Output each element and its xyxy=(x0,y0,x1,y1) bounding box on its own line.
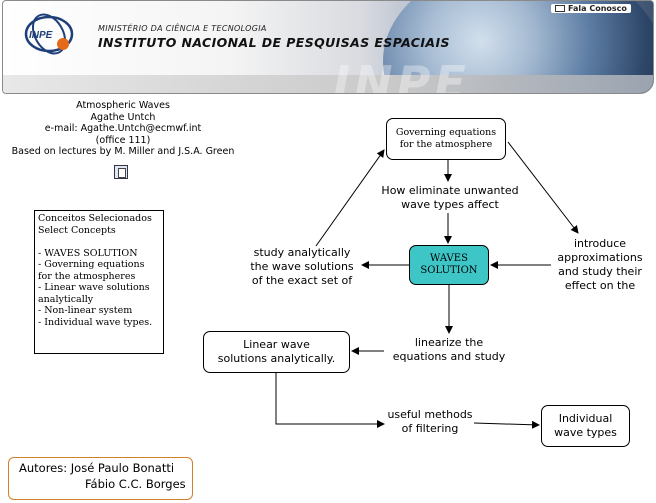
concepts-line: - Governing equations xyxy=(38,259,145,270)
inpe-watermark: INPE xyxy=(333,56,470,94)
authors-box: Autores: José Paulo Bonatti Fábio C.C. B… xyxy=(8,457,193,500)
logo-text: INPE xyxy=(29,30,53,41)
link-label-line: of filtering xyxy=(401,422,459,435)
link-label-eliminate: How eliminate unwanted wave types affect xyxy=(370,184,530,212)
institute-title: INSTITUTO NACIONAL DE PESQUISAS ESPACIAI… xyxy=(98,35,450,50)
concepts-line: - Linear wave solutions xyxy=(38,282,150,293)
link-label-line: the wave solutions xyxy=(250,260,354,273)
ministry-title: MINISTÉRIO DA CIÊNCIA E TECNOLOGIA xyxy=(98,24,267,33)
link-label-line: equations and study xyxy=(392,350,506,363)
concepts-box: Conceitos Selecionados Select Concepts -… xyxy=(34,210,164,354)
concepts-line: Select Concepts xyxy=(38,224,116,236)
document-icon[interactable] xyxy=(114,165,128,179)
node-label: Linear wave xyxy=(243,338,310,351)
concepts-line: - WAVES SOLUTION xyxy=(38,247,138,259)
doc-based-on: Based on lectures by M. Miller and J.S.A… xyxy=(11,146,235,157)
link-label-linearize: linearize the equations and study xyxy=(384,336,514,364)
node-label: Individual xyxy=(558,412,613,425)
node-waves-solution[interactable]: WAVES SOLUTION xyxy=(409,245,489,285)
arrow-linear-to-useful xyxy=(275,373,385,428)
doc-office: (office 111) xyxy=(95,134,151,146)
link-label-useful: useful methods of filtering xyxy=(380,408,480,436)
concepts-line: Conceitos Selecionados xyxy=(38,213,152,224)
link-label-line: wave types affect xyxy=(401,198,499,211)
node-governing-equations[interactable]: Governing equations for the atmosphere xyxy=(386,118,506,160)
node-label: for the atmosphere xyxy=(399,139,493,150)
concepts-line: - Non-linear system xyxy=(38,305,133,316)
link-label-line: approximations xyxy=(557,251,643,264)
inpe-logo[interactable]: INPE xyxy=(23,11,79,57)
node-linear-wave-solutions[interactable]: Linear wave solutions analytically. xyxy=(203,331,350,373)
doc-title: Atmospheric Waves xyxy=(76,100,170,111)
contact-label: Fala Conosco xyxy=(568,4,627,13)
authors-line-2: Fábio C.C. Borges xyxy=(85,477,186,491)
concepts-line: analytically xyxy=(38,293,94,305)
concepts-line: for the atmospheres xyxy=(38,270,136,282)
link-label-line: introduce xyxy=(573,237,627,250)
contact-link[interactable]: Fala Conosco xyxy=(551,4,631,13)
concepts-line: - Individual wave types. xyxy=(38,316,153,328)
concepts-line xyxy=(38,236,160,248)
authors-line-1: Autores: José Paulo Bonatti xyxy=(19,461,175,475)
envelope-icon xyxy=(555,5,565,12)
link-label-line: study analytically xyxy=(253,246,351,259)
node-label: solutions analytically. xyxy=(217,352,336,365)
link-label-line: effect on the xyxy=(564,279,636,292)
arrow-useful-to-individual xyxy=(473,420,540,429)
banner-stripe xyxy=(3,75,653,93)
document-info: Atmospheric Waves Agathe Untch e-mail: A… xyxy=(0,100,246,158)
node-label: Governing equations xyxy=(395,127,497,138)
node-individual-wave-types[interactable]: Individual wave types xyxy=(541,405,630,447)
header-banner: INPE INPE MINISTÉRIO DA CIÊNCIA E TECNOL… xyxy=(2,0,654,94)
doc-email[interactable]: e-mail: Agathe.Untch@ecmwf.int xyxy=(44,123,202,134)
link-label-line: and study their xyxy=(558,265,642,278)
link-label-line: How eliminate unwanted xyxy=(381,184,519,197)
node-label: WAVES xyxy=(430,253,468,264)
doc-author: Agathe Untch xyxy=(90,111,156,123)
node-label: SOLUTION xyxy=(420,265,478,276)
link-label-line: linearize the xyxy=(414,336,484,349)
link-label-study: study analytically the wave solutions of… xyxy=(232,246,372,288)
link-label-introduce: introduce approximations and study their… xyxy=(548,237,652,293)
link-label-line: useful methods xyxy=(387,408,473,421)
link-label-line: of the exact set of xyxy=(251,274,353,287)
node-label: wave types xyxy=(554,426,617,439)
